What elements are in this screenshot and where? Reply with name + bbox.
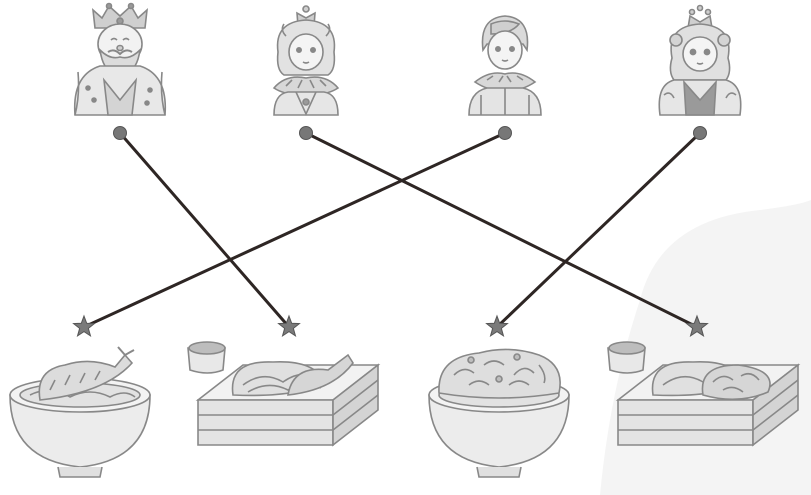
king-icon (73, 2, 167, 116)
prince-icon (468, 15, 542, 116)
connection-line-king-to-tempura-zaru (118, 131, 291, 329)
star-marker-tempura-zaru[interactable] (277, 314, 301, 338)
anchor-dot-princess[interactable] (693, 126, 707, 140)
connection-line-queen-to-kakiage-zaru (304, 131, 699, 329)
star-marker-tempura-bowl[interactable] (72, 314, 96, 338)
princess-icon (658, 4, 742, 116)
connection-line-prince-to-tempura-bowl (82, 131, 507, 329)
anchor-dot-king[interactable] (113, 126, 127, 140)
anchor-dot-queen[interactable] (299, 126, 313, 140)
star-marker-kakiage-bowl[interactable] (485, 314, 509, 338)
queen-icon (272, 5, 340, 116)
tempura-zaru-soba-icon (187, 341, 381, 447)
star-marker-kakiage-zaru[interactable] (685, 314, 709, 338)
tempura-noodle-bowl-icon (9, 346, 151, 478)
connection-line-princess-to-kakiage-bowl (495, 131, 702, 329)
anchor-dot-prince[interactable] (498, 126, 512, 140)
kakiage-zaru-soba-icon (607, 341, 801, 447)
kakiage-noodle-bowl-icon (428, 348, 570, 478)
